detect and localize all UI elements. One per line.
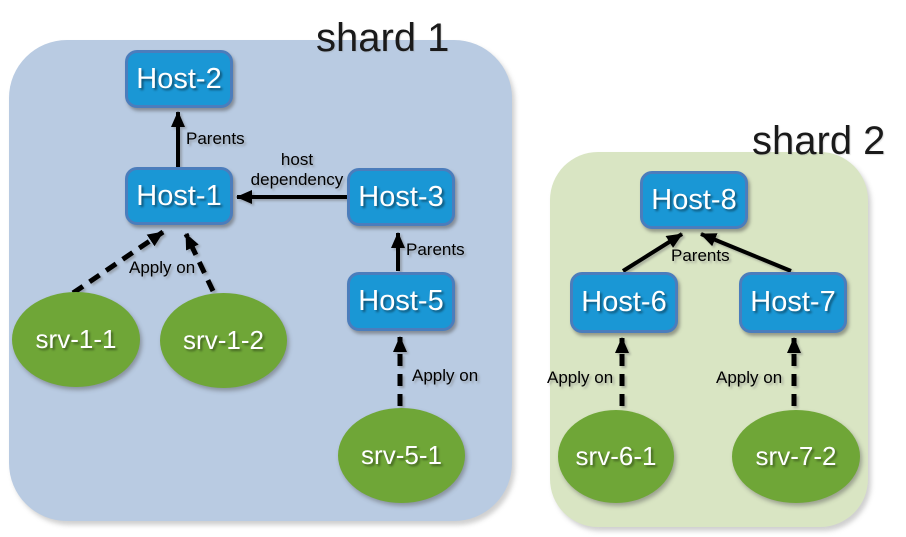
node-host-1-label: Host-1 xyxy=(136,179,222,212)
node-srv-1-2-label: srv-1-2 xyxy=(183,325,264,355)
node-host-5-label: Host-5 xyxy=(358,285,444,317)
node-host-3: Host-3 xyxy=(347,168,455,226)
node-host-2: Host-2 xyxy=(125,50,233,108)
node-srv-6-1: srv-6-1 xyxy=(558,410,674,503)
node-host-1: Host-1 xyxy=(125,167,233,225)
node-srv-1-1: srv-1-1 xyxy=(12,292,140,387)
node-host-7: Host-7 xyxy=(739,272,847,333)
label-host-dependency: host dependency xyxy=(250,150,344,189)
node-host-7-label: Host-7 xyxy=(750,286,836,318)
label-parents-shard2: Parents xyxy=(671,246,730,265)
label-parents-host1-host2: Parents xyxy=(186,129,245,148)
node-srv-7-2-label: srv-7-2 xyxy=(755,441,837,471)
node-srv-5-1-label: srv-5-1 xyxy=(361,440,442,470)
label-apply-on-srv-1: Apply on xyxy=(129,258,196,277)
node-host-8: Host-8 xyxy=(640,171,748,229)
node-host-2-label: Host-2 xyxy=(136,62,222,95)
node-srv-1-1-label: srv-1-1 xyxy=(35,324,117,354)
node-srv-7-2: srv-7-2 xyxy=(732,410,860,503)
label-apply-on-srv-5: Apply on xyxy=(412,366,479,385)
node-srv-6-1-label: srv-6-1 xyxy=(575,441,657,471)
node-host-6-label: Host-6 xyxy=(581,286,667,318)
shard-2-title: shard 2 xyxy=(752,119,886,163)
shard-1-title: shard 1 xyxy=(316,16,450,60)
node-srv-1-2: srv-1-2 xyxy=(160,293,287,388)
node-host-8-label: Host-8 xyxy=(651,183,737,216)
label-apply-on-srv-7: Apply on xyxy=(716,368,783,387)
label-parents-host5-host3: Parents xyxy=(406,240,465,259)
label-apply-on-srv-6: Apply on xyxy=(547,368,614,387)
node-host-6: Host-6 xyxy=(570,272,678,333)
node-srv-5-1: srv-5-1 xyxy=(338,408,465,503)
node-host-3-label: Host-3 xyxy=(358,180,444,213)
node-host-5: Host-5 xyxy=(347,272,455,331)
